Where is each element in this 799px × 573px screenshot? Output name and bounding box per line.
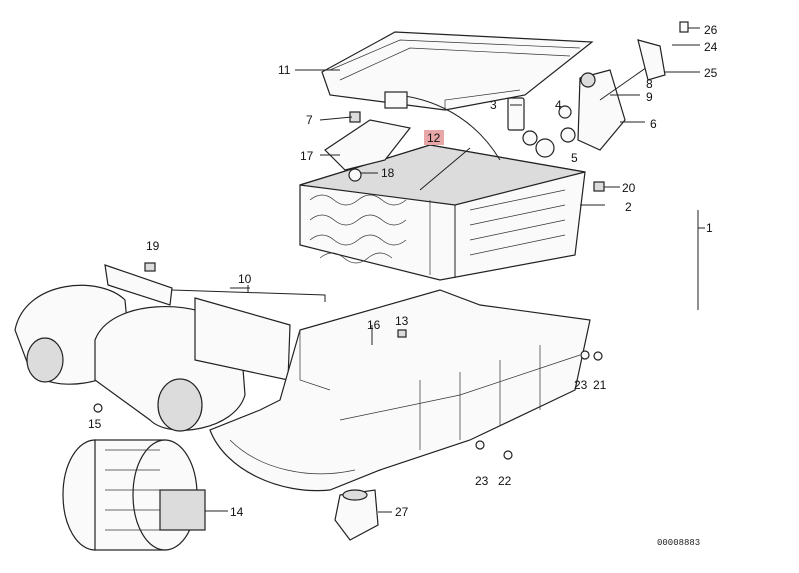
label-4: 4	[555, 98, 562, 112]
label-12: 12	[427, 131, 441, 145]
blower-motor-part	[62, 439, 228, 551]
label-23b: 23	[475, 474, 489, 488]
label-9: 9	[646, 90, 653, 104]
label-13: 13	[395, 314, 409, 328]
expansion-valve-part	[507, 21, 700, 158]
label-20: 20	[622, 181, 636, 195]
catalog-number: 00008883	[657, 538, 700, 548]
label-14: 14	[230, 505, 244, 519]
label-11: 11	[278, 63, 291, 77]
thermostat-sensor-part	[384, 91, 501, 191]
label-18: 18	[381, 166, 395, 180]
label-15: 15	[88, 417, 102, 431]
label-17: 17	[300, 149, 314, 163]
fastener-part	[503, 351, 603, 460]
cover-plate-part	[295, 31, 594, 111]
resistor-part	[334, 489, 392, 541]
label-25: 25	[704, 66, 718, 80]
clip-part	[593, 181, 620, 192]
lower-housing-part	[209, 289, 591, 492]
evaporator-core-part	[299, 144, 605, 281]
label-1: 1	[706, 221, 713, 235]
label-16: 16	[367, 318, 381, 332]
label-21: 21	[593, 378, 607, 392]
label-24: 24	[704, 40, 718, 54]
callout-labels: 26 24 11 25 8 9 3 4 7 6 12 5 17 18 20 2 …	[88, 23, 718, 519]
label-23a: 23	[574, 378, 588, 392]
label-7: 7	[306, 113, 313, 127]
label-5: 5	[571, 151, 578, 165]
blower-housing-part	[14, 262, 326, 432]
label-8a: 8	[646, 77, 653, 91]
label-19: 19	[146, 239, 160, 253]
label-22: 22	[498, 474, 512, 488]
label-26: 26	[704, 23, 718, 37]
label-27: 27	[395, 505, 409, 519]
assembly-bracket-line	[697, 210, 705, 310]
label-6: 6	[650, 117, 657, 131]
highlight-box-12	[424, 130, 444, 145]
thermostat-switch-part	[319, 111, 412, 182]
label-3: 3	[490, 98, 497, 112]
label-2: 2	[625, 200, 632, 214]
label-10: 10	[238, 272, 252, 286]
